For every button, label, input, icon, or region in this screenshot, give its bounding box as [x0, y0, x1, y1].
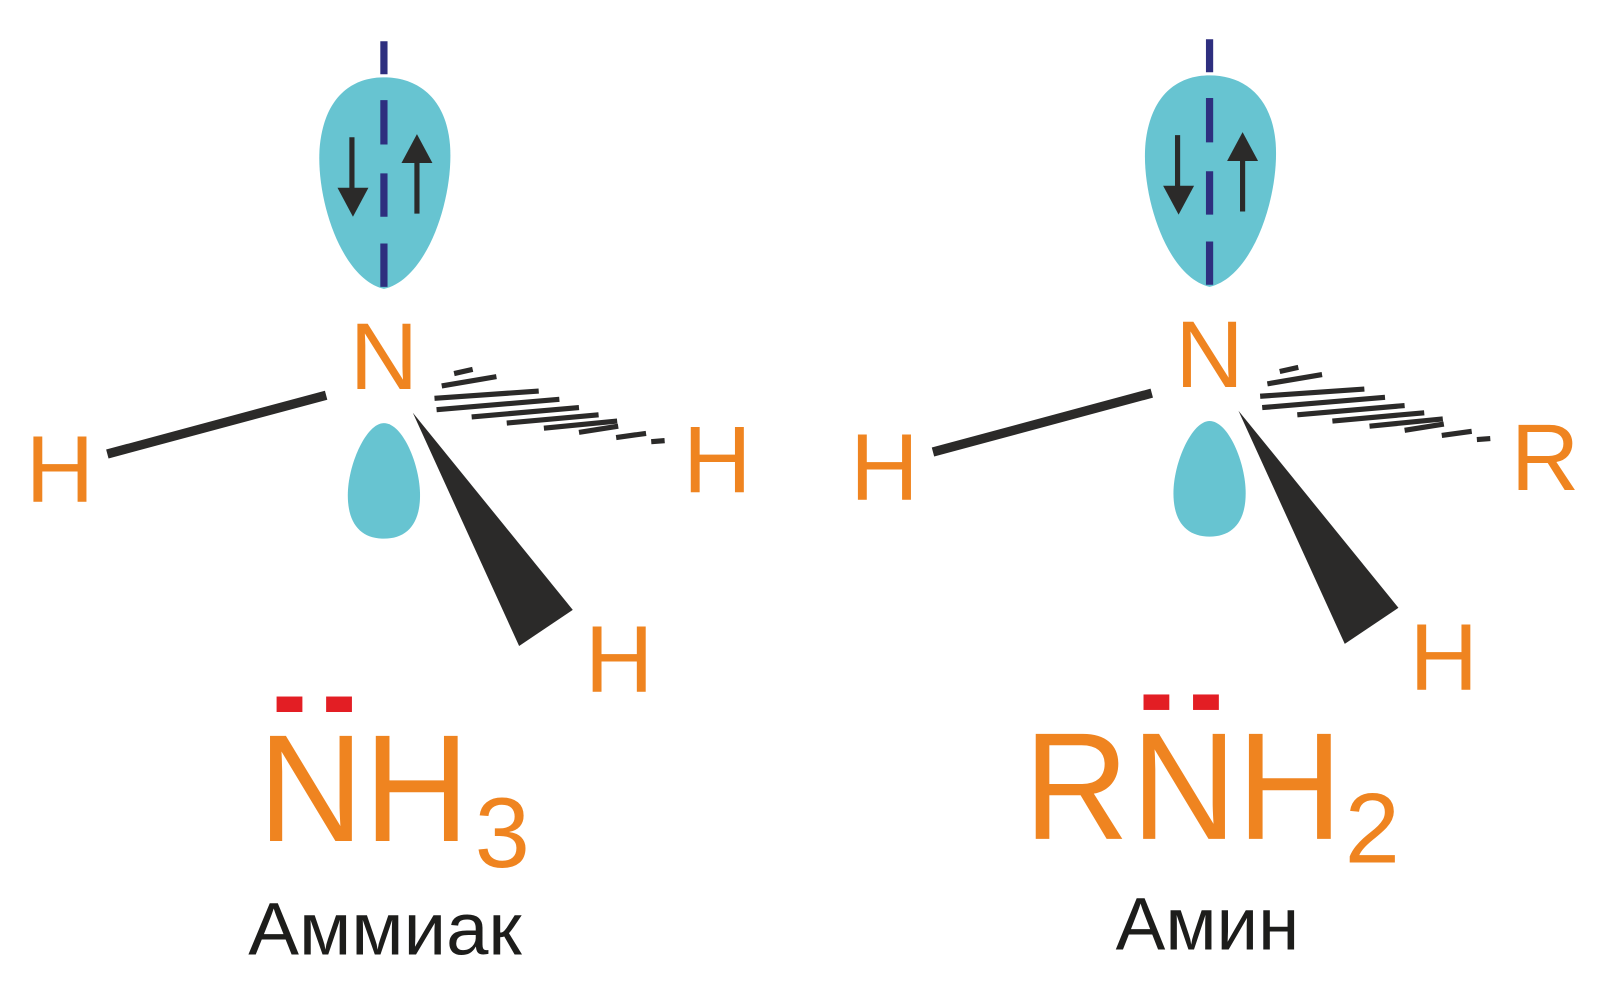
- nitrogen-atom: N: [1175, 302, 1244, 408]
- amine-molecule: N H R H R NH 2 Амин: [850, 39, 1579, 965]
- ammonia-name: Аммиак: [248, 888, 522, 971]
- ammonia-formula-subscript: 3: [475, 777, 530, 888]
- hydrogen-bottom: H: [585, 606, 654, 712]
- hydrogen-bottom: H: [1410, 604, 1479, 710]
- ammonia-formula: NH: [258, 704, 470, 874]
- ammonia-molecule: N H H H NH 3 Аммиак: [26, 41, 752, 970]
- lone-pair-dot: [276, 696, 303, 713]
- amine-name: Амин: [1116, 882, 1300, 965]
- lone-pair-dot: [1193, 694, 1219, 710]
- hydrogen-right: H: [683, 407, 752, 513]
- hydrogen-left: H: [26, 417, 95, 523]
- nitrogen-atom: N: [350, 304, 419, 410]
- amine-formula: NH: [1131, 702, 1343, 872]
- hydrogen-left: H: [850, 414, 919, 520]
- amine-formula-subscript: 2: [1345, 773, 1400, 884]
- amine-formula-r: R: [1024, 702, 1129, 872]
- lone-pair-dot: [1143, 694, 1170, 710]
- lone-pair-dot: [326, 696, 352, 713]
- radical-r: R: [1511, 405, 1580, 511]
